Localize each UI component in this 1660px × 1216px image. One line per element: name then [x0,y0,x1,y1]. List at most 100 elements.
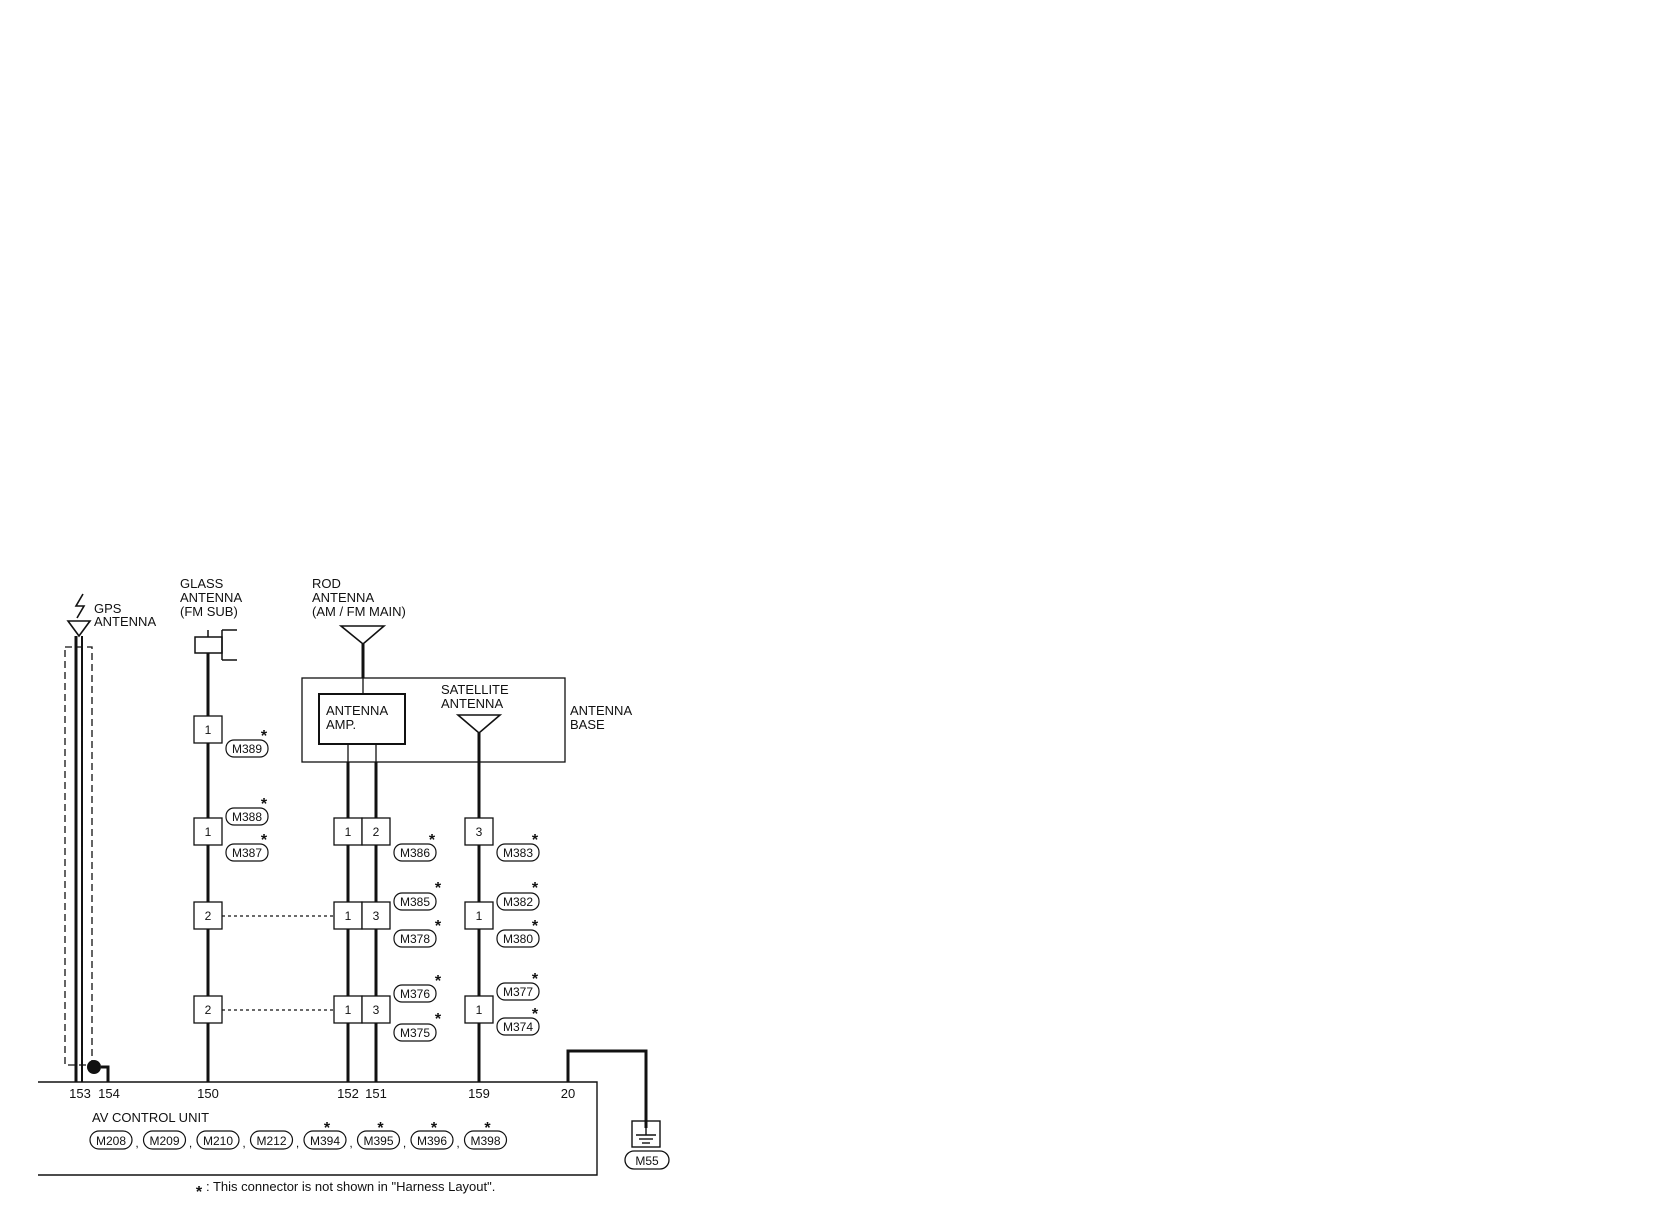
footnote: * : This connector is not shown in "Harn… [196,1179,495,1201]
gps-antenna: GPS ANTENNA [64,593,156,1082]
svg-text:,: , [242,1136,245,1150]
shield-wire-154 [101,1065,110,1082]
svg-text:M395: M395 [363,1134,393,1148]
footnote-star: * [196,1184,203,1201]
glass-pin-m376: 2 [193,995,223,1024]
antenna-amp-box [318,693,406,745]
connector-tag-m388: M388 * [225,796,269,826]
glass-pin-m389: 1 [193,715,223,744]
satellite-antenna-icon [455,714,503,735]
svg-text:M376: M376 [400,987,430,1001]
svg-text:3: 3 [373,1003,380,1017]
connector-tag-m375: M375 * [393,1011,442,1042]
svg-text:,: , [296,1136,299,1150]
ground-circuit: M55 [566,1049,670,1170]
svg-text:M386: M386 [400,846,430,860]
svg-text:,: , [135,1136,138,1150]
av-connector-tag: M398* [463,1120,508,1150]
gps-antenna-icon [66,620,92,638]
svg-text:*: * [261,832,268,849]
svg-text:M380: M380 [503,932,533,946]
svg-text:M208: M208 [96,1134,126,1148]
rod-antenna-label-line2: ANTENNA [312,590,374,605]
svg-text:M396: M396 [417,1134,447,1148]
svg-text:2: 2 [205,909,212,923]
glass-antenna-icon [194,629,237,661]
svg-text:3: 3 [373,909,380,923]
av-control-unit: 153 154 150 152 151 159 20 AV CONTROL UN… [38,1081,598,1176]
svg-text:,: , [456,1136,459,1150]
sat-pin-m377: 1 [464,995,494,1024]
svg-text:M388: M388 [232,810,262,824]
svg-text:*: * [532,971,539,988]
svg-text:2: 2 [205,1003,212,1017]
satellite-antenna-label-line1: SATELLITE [441,682,509,697]
terminal-151: 151 [365,1086,387,1101]
av-connector-tag: M208, [89,1130,139,1150]
svg-text:*: * [429,832,436,849]
connector-tag-m386: M386 * [393,832,437,862]
svg-text:M387: M387 [232,846,262,860]
glass-antenna-label-line2: ANTENNA [180,590,242,605]
svg-text:1: 1 [205,825,212,839]
av-connector-tag: M209, [142,1130,192,1150]
av-connector-tag: M396*, [410,1120,460,1150]
svg-text:3: 3 [476,825,483,839]
svg-text:*: * [324,1120,331,1137]
connector-tag-m376: M376 * [393,973,442,1003]
antenna-amp-label-line1: ANTENNA [326,703,388,718]
svg-text:*: * [532,880,539,897]
svg-text:1: 1 [476,1003,483,1017]
av-connector-tag: M210, [196,1130,246,1150]
av-control-unit-label: AV CONTROL UNIT [92,1110,209,1125]
svg-text:M389: M389 [232,742,262,756]
svg-text:,: , [349,1136,352,1150]
antenna-base-label-line2: BASE [570,717,605,732]
gps-antenna-label-line2: ANTENNA [94,614,156,629]
av-connector-tag: M394*, [303,1120,353,1150]
rod-antenna-icon [338,625,387,646]
svg-text:1: 1 [345,1003,352,1017]
svg-text:*: * [435,973,442,990]
svg-text:M209: M209 [149,1134,179,1148]
terminal-150: 150 [197,1086,219,1101]
svg-text:M378: M378 [400,932,430,946]
terminal-154: 154 [98,1086,120,1101]
svg-text:1: 1 [205,723,212,737]
rod-antenna-label-line3: (AM / FM MAIN) [312,604,406,619]
connector-tag-m377: M377 * [496,971,540,1001]
svg-text:*: * [435,918,442,935]
glass-pin-m385: 2 [193,901,223,930]
svg-text:M377: M377 [503,985,533,999]
svg-text:*: * [532,1006,539,1023]
antenna-base-box [301,677,566,763]
rod-pins-m386: 1 2 [333,817,391,846]
terminal-20: 20 [561,1086,575,1101]
av-unit-outline [38,1081,598,1176]
svg-text:M212: M212 [256,1134,286,1148]
connector-tag-m385: M385 * [393,880,442,911]
svg-text:,: , [403,1136,406,1150]
connector-tag-m380: M380 * [496,918,540,948]
connector-tag-m389: M389 * [225,728,269,758]
sat-pin-m382: 1 [464,901,494,930]
svg-text:1: 1 [476,909,483,923]
rod-antenna: ROD ANTENNA (AM / FM MAIN) [312,576,406,678]
svg-text:M394: M394 [310,1134,340,1148]
svg-text:1: 1 [345,909,352,923]
svg-text:*: * [435,880,442,897]
antenna-base-label-line1: ANTENNA [570,703,632,718]
svg-text:*: * [532,832,539,849]
antenna-base: ANTENNA BASE ANTENNA AMP. SATELLITE ANTE… [301,677,632,763]
rod-antenna-label-line1: ROD [312,576,341,591]
ground-icon [631,1120,661,1148]
glass-antenna-label-line3: (FM SUB) [180,604,238,619]
lightning-icon [74,593,86,619]
svg-text:M55: M55 [635,1154,659,1168]
terminal-159: 159 [468,1086,490,1101]
av-connector-tag: M395*, [356,1120,406,1150]
svg-text:*: * [431,1120,438,1137]
svg-text:*: * [484,1120,491,1137]
terminal-152: 152 [337,1086,359,1101]
